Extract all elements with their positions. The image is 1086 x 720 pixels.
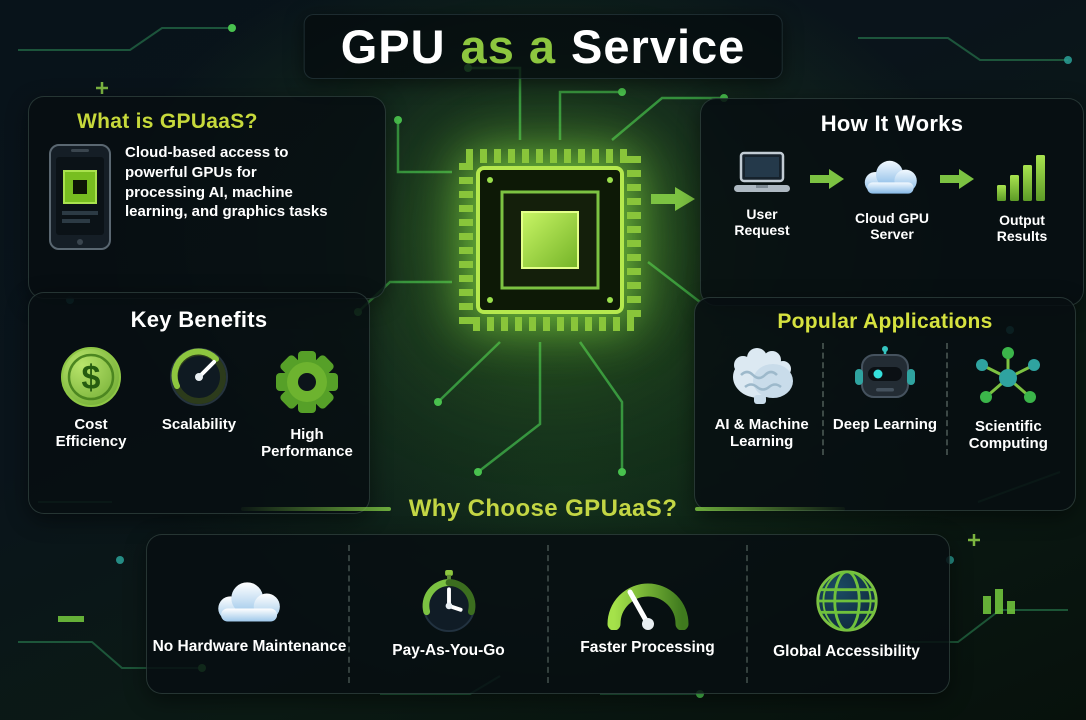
key-benefits-panel: Key Benefits $ Cost Efficiency bbox=[28, 292, 370, 514]
benefit-label: High Performance bbox=[261, 426, 353, 461]
application-label: AI & Machine Learning bbox=[714, 416, 809, 450]
application-ai-machine-learning: AI & Machine Learning bbox=[701, 343, 822, 455]
why-item-label: Pay-As-You-Go bbox=[392, 641, 505, 659]
speedometer-icon bbox=[607, 583, 688, 630]
flow-step-output-results: Output Results bbox=[978, 151, 1066, 244]
molecule-icon bbox=[976, 347, 1041, 403]
flow-arrow-icon bbox=[810, 169, 844, 189]
popular-applications-heading: Popular Applications bbox=[777, 310, 993, 333]
application-scientific-computing: Scientific Computing bbox=[945, 343, 1069, 455]
robot-head-icon bbox=[854, 346, 915, 398]
bar-chart-icon bbox=[997, 155, 1045, 201]
how-it-works-heading: How It Works bbox=[820, 111, 964, 136]
why-item-label: Faster Processing bbox=[580, 638, 715, 656]
title-part-as-a: as a bbox=[460, 20, 557, 73]
dollar-coin-icon: $ bbox=[61, 347, 121, 407]
what-is-heading: What is GPUaaS? bbox=[77, 110, 258, 133]
title-part-gpu: GPU bbox=[340, 20, 446, 73]
title-banner: GPU as a Service bbox=[303, 14, 783, 79]
gauge-icon bbox=[170, 348, 228, 406]
how-it-works-panel: How It Works User Request bbox=[700, 98, 1084, 306]
why-item-faster-processing: Faster Processing bbox=[547, 545, 746, 683]
key-benefits-heading: Key Benefits bbox=[130, 307, 268, 332]
flow-step-cloud-gpu-server: Cloud GPU Server bbox=[848, 151, 936, 242]
application-label: Scientific Computing bbox=[968, 418, 1048, 452]
flow-step-label: Output Results bbox=[996, 212, 1048, 245]
flow-step-label: Cloud GPU Server bbox=[855, 210, 929, 243]
title-part-service: Service bbox=[571, 20, 746, 73]
benefit-scalability: Scalability bbox=[149, 346, 249, 433]
cloud-icon bbox=[217, 581, 280, 622]
what-is-description: Cloud-based access to powerful GPUs for … bbox=[125, 144, 328, 221]
application-deep-learning: Deep Learning bbox=[822, 343, 945, 455]
flow-arrow-icon bbox=[651, 187, 695, 211]
popular-applications-panel: Popular Applications AI & Machine Learni… bbox=[694, 297, 1076, 511]
globe-icon bbox=[815, 569, 878, 632]
why-item-no-hardware-maintenance: No Hardware Maintenance bbox=[151, 545, 348, 683]
why-item-global-accessibility: Global Accessibility bbox=[746, 545, 945, 683]
gpu-chip-icon bbox=[459, 149, 641, 331]
why-choose-heading: Why Choose GPUaaS? bbox=[408, 495, 678, 522]
laptop-icon bbox=[734, 151, 790, 192]
why-item-label: Global Accessibility bbox=[773, 642, 920, 660]
gear-icon bbox=[276, 351, 338, 413]
smartphone-gpu-icon bbox=[49, 144, 111, 250]
stopwatch-icon bbox=[422, 569, 475, 632]
what-is-gpuaas-panel: What is GPUaaS? Cloud-based access to po… bbox=[28, 96, 386, 299]
gpu-chip-illustration bbox=[450, 140, 650, 340]
brain-icon bbox=[732, 348, 793, 404]
flow-step-user-request: User Request bbox=[718, 151, 806, 238]
benefit-cost-efficiency: $ Cost Efficiency bbox=[41, 346, 141, 451]
divider-line bbox=[240, 507, 391, 511]
application-label: Deep Learning bbox=[832, 416, 938, 433]
cloud-icon bbox=[864, 160, 917, 194]
why-choose-panel: No Hardware Maintenance Pay-As-You-Go bbox=[146, 534, 950, 694]
why-choose-heading-row: Why Choose GPUaaS? bbox=[0, 495, 1086, 523]
benefit-label: Scalability bbox=[161, 416, 237, 433]
svg-text:$: $ bbox=[82, 359, 101, 397]
flow-step-label: User Request bbox=[734, 206, 790, 239]
why-item-label: No Hardware Maintenance bbox=[152, 637, 347, 655]
benefit-label: Cost Efficiency bbox=[55, 416, 127, 451]
why-item-pay-as-you-go: Pay-As-You-Go bbox=[348, 545, 547, 683]
flow-arrow-icon bbox=[940, 169, 974, 189]
benefit-high-performance: High Performance bbox=[257, 346, 357, 461]
divider-line bbox=[695, 507, 846, 511]
